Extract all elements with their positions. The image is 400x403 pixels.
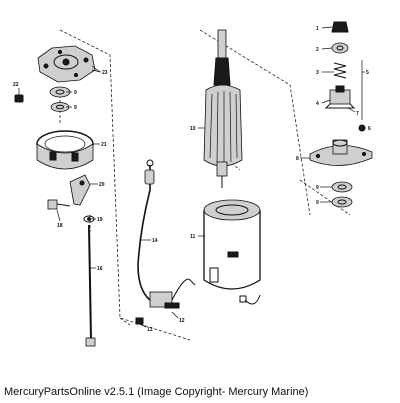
callout-14: 14 — [152, 238, 158, 244]
callout-4: 4 — [316, 101, 319, 107]
callout-9-upper-right: 9 — [316, 185, 319, 191]
callout-11: 11 — [190, 234, 196, 240]
part-3-spring — [333, 62, 347, 79]
part-4-drive-gear — [324, 85, 356, 109]
part-11-housing — [203, 199, 261, 305]
callout-9-lower-right: 9 — [316, 200, 319, 206]
callout-16: 16 — [97, 266, 103, 272]
callout-22: 22 — [13, 82, 19, 88]
callout-3: 3 — [316, 70, 319, 76]
callout-18: 18 — [57, 223, 63, 229]
callout-21: 21 — [101, 142, 107, 148]
part-8-drive-end-cap — [309, 139, 373, 166]
part-6-nut — [358, 124, 366, 132]
part-1-cap — [331, 21, 349, 33]
part-12-terminal — [149, 278, 196, 309]
part-14-wire — [137, 159, 155, 301]
part-21-field-frame — [36, 130, 94, 170]
exploded-parts-diagram: 23 22 9 9 21 20 19 18 16 10 11 14 12 13 … — [13, 21, 373, 347]
part-23-end-cap — [37, 45, 101, 83]
part-16-through-bolt — [85, 224, 96, 347]
callout-7: 7 — [356, 111, 359, 117]
callout-19: 19 — [97, 217, 103, 223]
part-20-lever — [69, 174, 91, 206]
image-caption: MercuryPartsOnline v2.5.1 (Image Copyrig… — [4, 386, 309, 398]
callout-5: 5 — [366, 70, 369, 76]
callout-2: 2 — [316, 47, 319, 53]
callout-12: 12 — [179, 318, 185, 324]
part-2-nut — [331, 42, 349, 54]
callout-20: 20 — [99, 182, 105, 188]
callout-labels: 23 22 9 9 21 20 19 18 16 10 11 14 12 13 … — [13, 26, 371, 333]
callout-9-upper-left: 9 — [74, 90, 77, 96]
callout-6: 6 — [368, 126, 371, 132]
callout-13: 13 — [147, 327, 153, 333]
part-9-washers-left — [49, 86, 71, 112]
callout-23: 23 — [102, 70, 108, 76]
callout-8: 8 — [296, 156, 299, 162]
callout-9-lower-left: 9 — [74, 105, 77, 111]
callout-leaders — [56, 26, 365, 328]
callout-1: 1 — [316, 26, 319, 32]
part-10-armature — [203, 29, 243, 188]
part-9-washers-right — [331, 181, 353, 208]
armature-windings — [209, 91, 238, 164]
part-22-nut — [14, 88, 24, 103]
callout-10: 10 — [190, 126, 196, 132]
part-18-bolt — [47, 199, 71, 210]
part-13-nut — [135, 317, 144, 325]
